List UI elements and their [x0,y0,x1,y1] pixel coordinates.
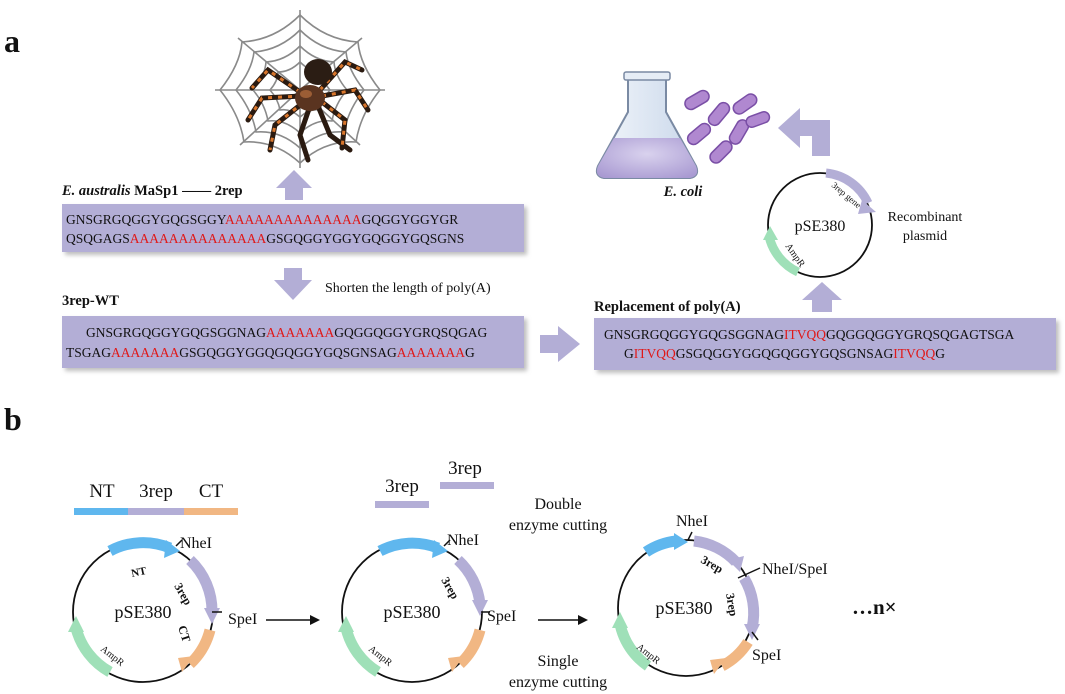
sequence-highlight: AAAAAAA [266,325,334,340]
sequence-replaced-line2: GITVQQGSGQGGYGGQGQGGYGQSGNSAGITVQQG [624,346,945,361]
sequence-segment: TSGAG [66,345,111,360]
plasmid-3: pSE380 3rep 3rep AmpR NheI NheI/SpeI Spe… [612,513,828,677]
sequence-segment: GSGQGGYGGQGQGGYGQSGNSAG [179,345,397,360]
sequence-2rep-line2: QSQGAGSAAAAAAAAAAAAAAGSGQGGYGGYGQGGYGQSG… [66,231,464,246]
sequence-segment: G [465,345,475,360]
plasmid-1-site-spei: SpeI [228,611,257,628]
spider-icon [245,58,371,163]
sequence-highlight: ITVQQ [893,346,935,361]
sequence-highlight: AAAAAAAAAAAAAA [225,212,362,227]
sequence-segment: QSQGAGS [66,231,130,246]
sequence-segment: GNSGRGQGGYGQGSGGNAG [86,325,266,340]
plasmid-a-name: pSE380 [795,218,846,235]
up-arrow-to-spider [276,170,312,200]
recombinant-label-line1: Recombinant [888,210,963,225]
plasmid-3-site-nhei-spei: NheI/SpeI [762,561,828,578]
sequence-highlight: ITVQQ [634,346,676,361]
sequence-box-wt [62,316,524,368]
recombinant-label-line2: plasmid [903,229,947,244]
fragment-3rep-b: 3rep [448,458,482,479]
single-cut-line2: enzyme cutting [509,674,607,691]
ecoli-label: E. coli [663,184,703,200]
sequence-segment: GQGGQGGYGRQSQGAG [334,325,487,340]
plasmid-1-site-nhei: NheI [180,535,212,552]
plasmid-2-site-spei: SpeI [487,608,516,625]
sequence-box-replaced [594,318,1056,370]
panel-label-b: b [4,401,22,437]
sequence-highlight: AAAAAAA [397,345,465,360]
sequence-highlight: ITVQQ [784,327,826,342]
panel-label-a: a [4,23,20,59]
sequence-segment: G [624,346,634,361]
sequence-highlight: AAAAAAAAAAAAAA [130,231,267,246]
sequence-segment: GSGQGGYGGYGQGGYGQSGNS [266,231,464,246]
sequence-segment: GSGQGGYGGQGQGGYGQSGNSAG [676,346,894,361]
plasmid-1-ct: CT [175,624,193,644]
sequence-segment: GNSGRGQGGYGQGSGGNAG [604,327,784,342]
arrow-step-1 [266,615,320,625]
replacement-title: Replacement of poly(A) [594,299,741,315]
single-cut-line1: Single [538,653,579,670]
sequence-segment: GNSGRGQGGYGQGSGGY [66,212,227,227]
sequence-segment: GQGGQGGYGRQSQGAGTSGA [826,327,1015,342]
sequence-segment: GQGGYGGYGR [362,212,459,227]
right-arrow-replace [540,326,580,362]
plasmid-1-nt: NT [130,565,148,580]
sequence-2rep-line1: GNSGRGQGGYGQGSGGYAAAAAAAAAAAAAAGQGGYGGYG… [66,212,458,227]
double-cut-line2: enzyme cutting [509,517,607,534]
plasmid-2-site-nhei: NheI [447,532,479,549]
recombinant-plasmid: pSE380 3rep gene AmpR [763,168,876,278]
plasmid-3-site-nhei: NheI [676,513,708,530]
plasmid-1: pSE380 NT 3rep CT AmpR NheI SpeI [68,535,257,683]
sequence-highlight: AAAAAAA [111,345,179,360]
down-arrow-shorten [274,268,312,300]
plasmid-3-site-spei: SpeI [752,647,781,664]
double-cut-line1: Double [534,496,581,513]
bent-arrow-to-ecoli [778,108,830,156]
sequence-box-2rep [62,204,524,252]
up-arrow-to-plasmid [802,282,842,312]
legend-3rep: 3rep [139,481,173,502]
plasmid-2: pSE380 3rep AmpR NheI SpeI [338,532,516,683]
plasmid-2-3rep: 3rep [438,575,462,602]
fragment-3rep-a: 3rep [385,476,419,497]
legend-nt: NT [89,481,115,502]
ecoli-bacteria-icons [684,89,771,164]
masp1-title: E. australis MaSp1 —— 2rep [61,183,243,199]
wt-title: 3rep-WT [62,293,119,309]
legend-ct: CT [199,481,224,502]
sequence-wt-line1: GNSGRGQGGYGQGSGGNAGAAAAAAAGQGGQGGYGRQSQG… [86,325,488,340]
repeat-note: …n× [852,595,897,619]
flask-icon [595,71,699,179]
arrow-step-2 [538,615,588,625]
plasmid-2-name: pSE380 [383,602,440,622]
plasmid-3-3rep-b: 3rep [723,592,741,618]
sequence-wt-line2: TSGAGAAAAAAAGSGQGGYGGQGQGGYGQSGNSAGAAAAA… [66,345,475,360]
shorten-note: Shorten the length of poly(A) [325,281,491,296]
plasmid-3-name: pSE380 [655,598,712,618]
plasmid-1-name: pSE380 [114,602,171,622]
rep-fragments: 3rep 3rep [375,458,494,508]
plasmid-1-3rep: 3rep [171,581,195,608]
sequence-segment: G [935,346,945,361]
segment-legend: NT 3rep CT [74,481,238,515]
sequence-replaced-line1: GNSGRGQGGYGQGSGGNAGITVQQGQGGQGGYGRQSQGAG… [604,327,1015,342]
